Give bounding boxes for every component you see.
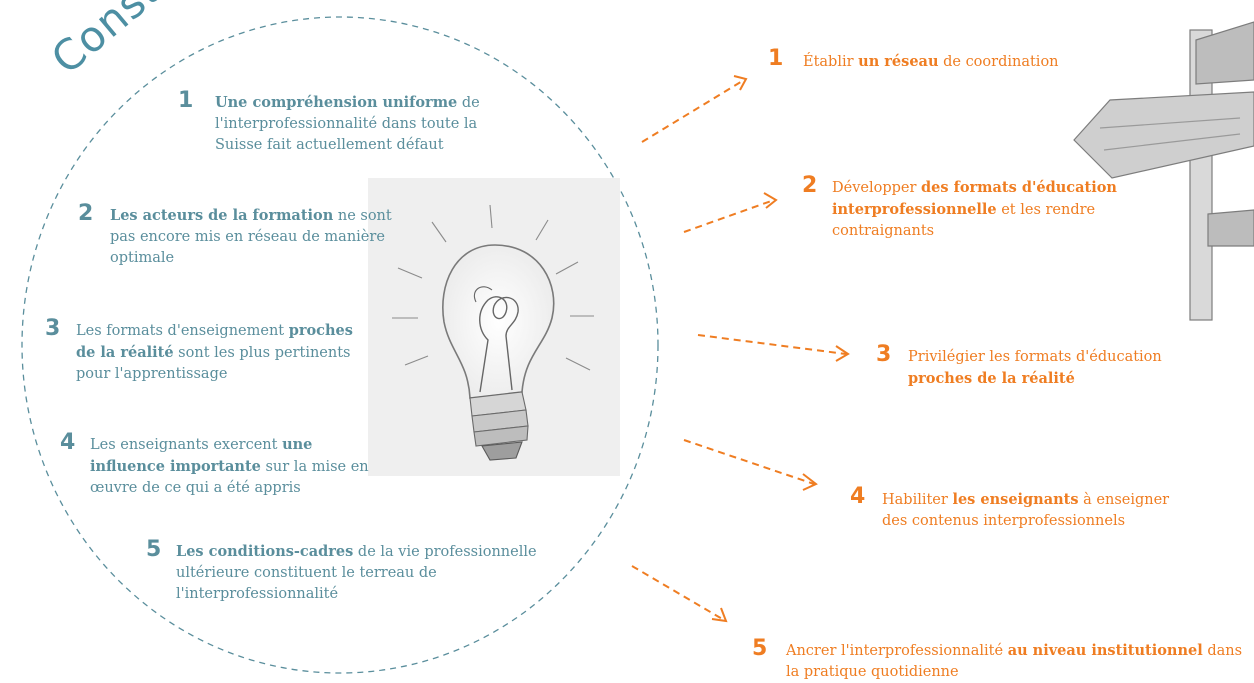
- recommandation-5-text: Ancrer l'interprofessionnalité au niveau…: [786, 642, 1243, 680]
- constat-5-number: 5: [146, 537, 162, 562]
- arrow-4: [683, 439, 815, 485]
- arrow-5: [631, 565, 725, 621]
- signpost-icon: [1073, 21, 1254, 321]
- recommandation-4-number: 4: [850, 484, 866, 509]
- recommandation-1-text: Établir un réseau de coordination: [803, 53, 1059, 70]
- constat-3-text: Les formats d'enseignement proches de la…: [76, 322, 353, 382]
- constat-5-text: Les conditions-cadres de la vie professi…: [176, 543, 537, 602]
- recommendation-arrows: [631, 79, 847, 621]
- arrow-3: [697, 334, 847, 355]
- recommandation-1-number: 1: [768, 46, 784, 71]
- arrow-1: [641, 79, 745, 143]
- recommandation-4-text: Habiliter les enseignants à enseigner de…: [882, 491, 1170, 529]
- constat-4-number: 4: [60, 430, 76, 455]
- constat-4-text: Les enseignants exercent une influence i…: [90, 436, 369, 496]
- recommandation-2-text: Développer des formats d'éducation inter…: [832, 179, 1117, 239]
- constats-circle: [21, 16, 659, 674]
- recommandation-2-number: 2: [802, 173, 818, 198]
- constat-1-number: 1: [178, 88, 194, 113]
- constat-1-text: Une compréhension uniforme de l'interpro…: [215, 94, 480, 153]
- recommandation-3-text: Privilégier les formats d'éducation proc…: [908, 349, 1162, 387]
- recommandation-3-number: 3: [876, 342, 892, 367]
- arrow-2: [683, 199, 775, 233]
- lightbulb-icon: [392, 204, 594, 461]
- constat-2-text: Les acteurs de la formation ne sont pas …: [110, 207, 392, 266]
- constat-2-number: 2: [78, 201, 94, 226]
- constat-3-number: 3: [45, 316, 61, 341]
- recommandation-5-number: 5: [752, 636, 768, 661]
